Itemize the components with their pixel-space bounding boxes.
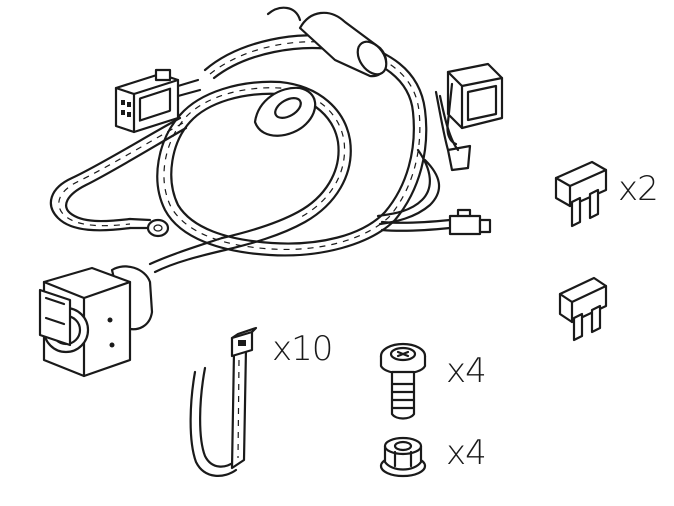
- cable-tie-quantity: x10: [272, 329, 333, 369]
- flange-nut-icon: [379, 436, 427, 478]
- bolt-icon: [379, 342, 427, 420]
- trailer-socket-icon: [38, 265, 154, 378]
- fuse-icon: [558, 276, 608, 342]
- cable-tie-icon: [189, 326, 258, 477]
- nut-quantity: x4: [446, 433, 487, 473]
- fuse-quantity: x2: [618, 169, 659, 209]
- wiring-harness-icon: [38, 6, 504, 378]
- bolt-quantity: x4: [446, 351, 487, 391]
- fuse-icon: [554, 160, 608, 228]
